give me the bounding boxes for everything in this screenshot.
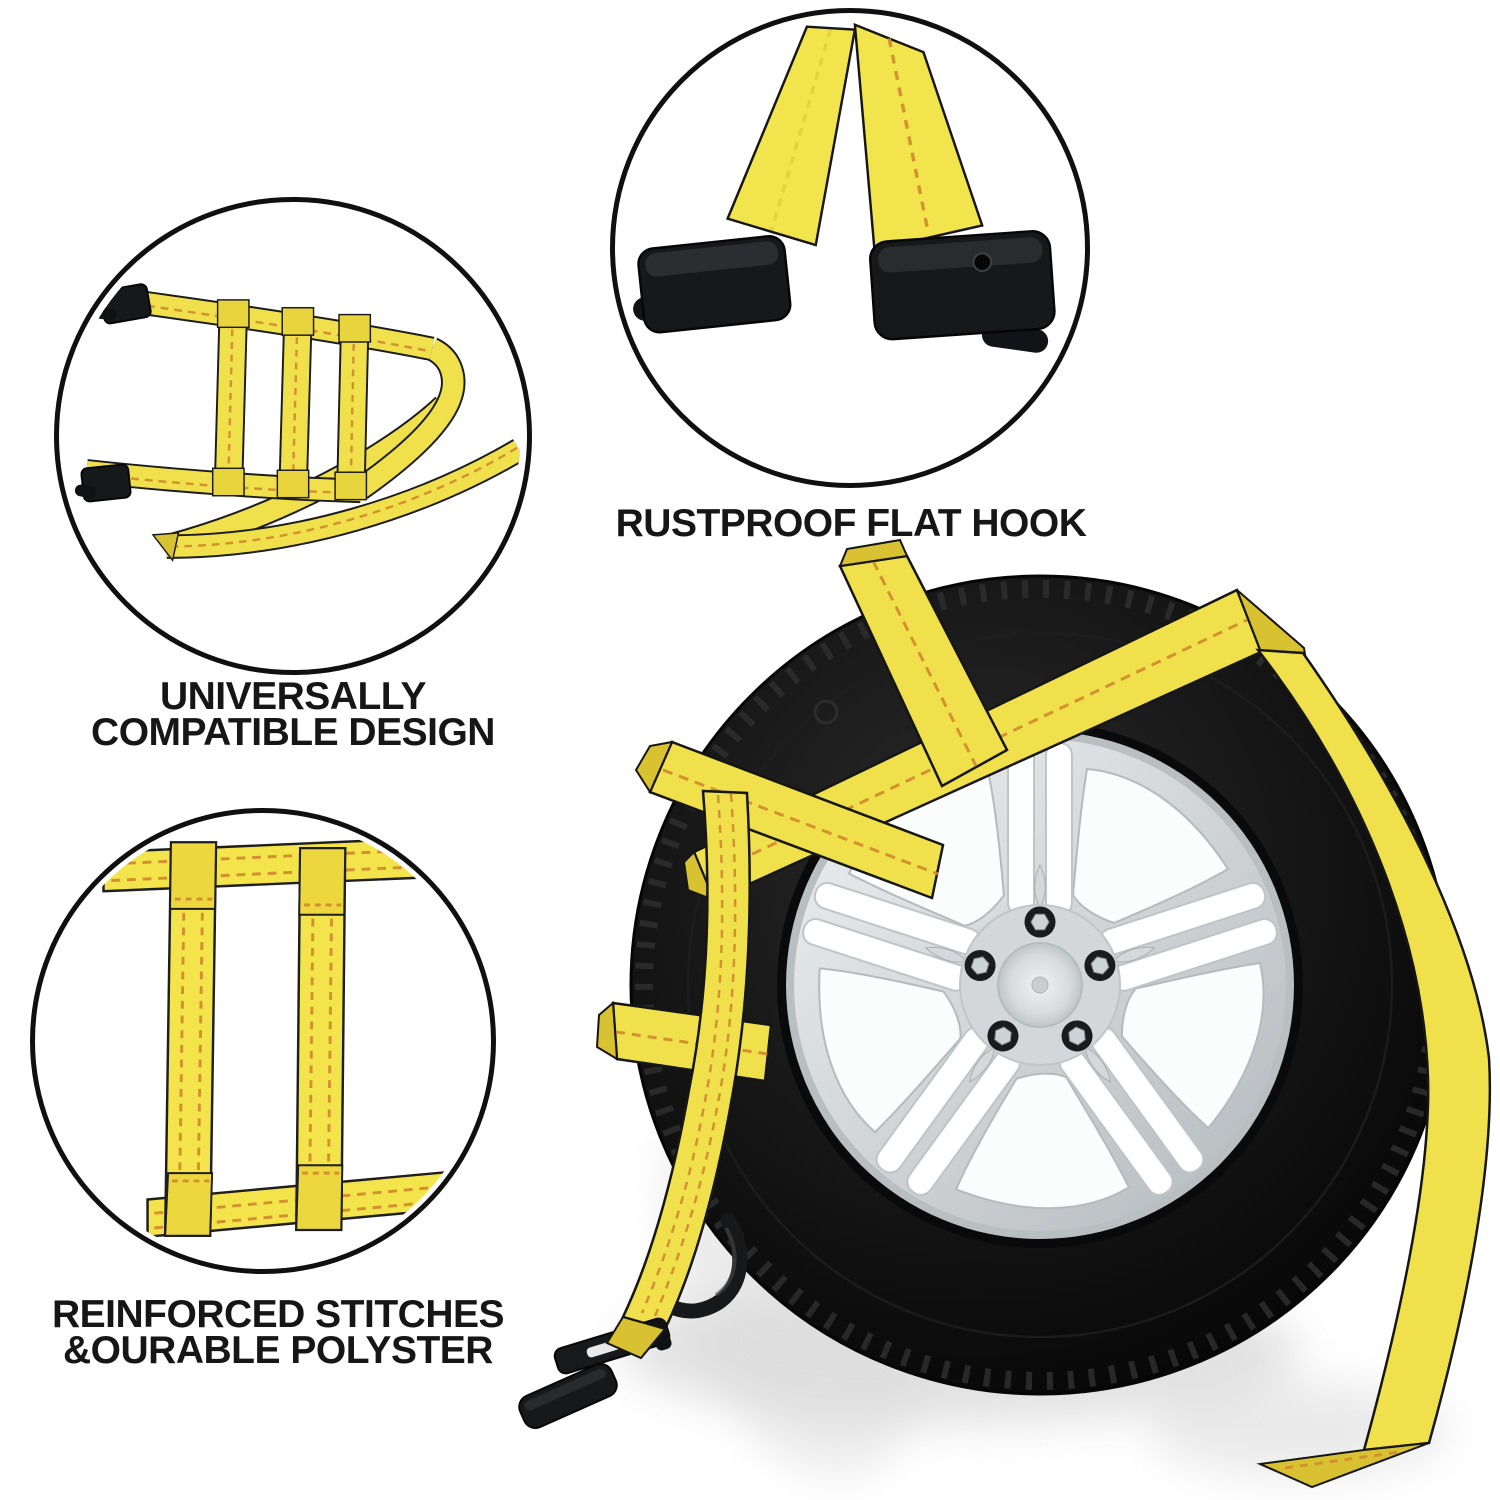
inset-circle-flat-hook: [610, 8, 1090, 488]
spoke-cutouts: [818, 767, 1265, 1210]
hook-hole: [972, 252, 993, 273]
flat-hook-right-icon: [869, 230, 1056, 353]
flat-hook-bottom: [518, 1315, 672, 1430]
strap-tail-fold: [1256, 1442, 1430, 1489]
caption-line: REINFORCED STITCHES: [51, 1293, 505, 1336]
inset-circle-stitches: [30, 808, 496, 1274]
wheel-spokes: [802, 742, 1278, 1196]
strap-vertical-right: [295, 847, 347, 1232]
caption-line: RUSTPROOF FLAT HOOK: [615, 502, 1087, 545]
mini-flat-hook-lower: [74, 463, 132, 503]
stitching-closeup-illustration: [102, 834, 487, 1239]
strap-left: [725, 25, 857, 247]
rung-wraps: [211, 299, 372, 501]
caption-line: &OURABLE POLYSTER: [63, 1329, 493, 1372]
flat-hooks-illustration: [633, 22, 1056, 353]
caption-line: COMPATIBLE DESIGN: [91, 711, 495, 754]
caption-reinforced-stitches: REINFORCED STITCHES &OURABLE POLYSTER: [28, 1293, 528, 1372]
flat-hook-left-icon: [633, 235, 792, 334]
strap-loop: [353, 337, 466, 499]
strap-right: [853, 22, 984, 252]
inset-circle-universal-design: [54, 197, 532, 675]
strap-vertical-left: [163, 841, 218, 1237]
lug-nuts: [964, 906, 1116, 1052]
strap-rungs: [211, 299, 372, 501]
basket-net-illustration: [74, 283, 521, 563]
caption-rustproof-flat-hook: RUSTPROOF FLAT HOOK: [551, 502, 1151, 545]
strap-over-top: [838, 538, 1009, 788]
strap-tail-right: [1255, 648, 1492, 1489]
caption-universally-compatible: UNIVERSALLY COMPATIBLE DESIGN: [43, 675, 543, 754]
strap-sidewall-left: [634, 740, 945, 900]
caption-line: UNIVERSALLY: [159, 675, 427, 718]
